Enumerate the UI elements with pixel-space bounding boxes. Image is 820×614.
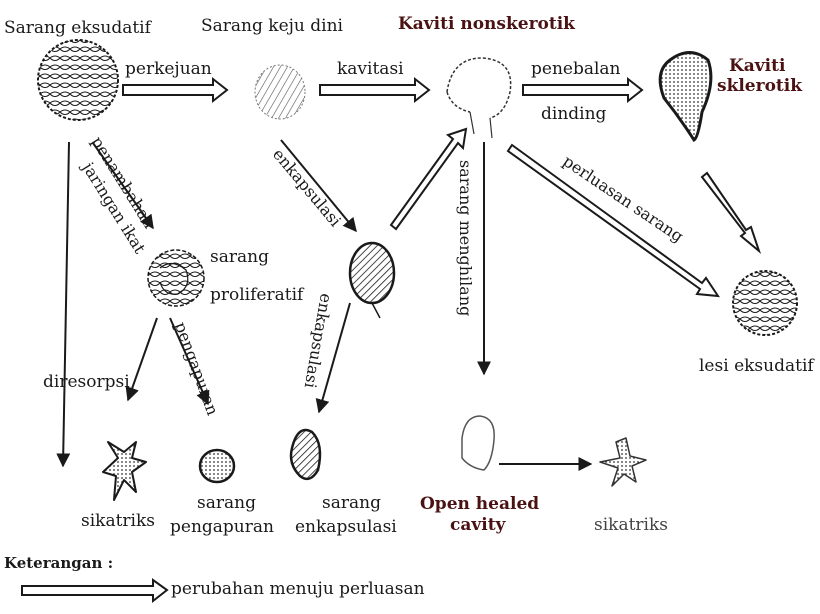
arrow-sklerotik-to-lesi bbox=[702, 173, 759, 251]
legend-title: Keterangan : bbox=[4, 556, 113, 571]
label-lesi-eksudatif: lesi eksudatif bbox=[699, 358, 814, 375]
arrow-diresorpsi bbox=[63, 142, 69, 466]
label-kaviti-sklerotik-line1: Kaviti bbox=[729, 58, 785, 75]
edge-label-penebalan: penebalan bbox=[531, 61, 621, 78]
lesi-eksudatif-drawing bbox=[733, 271, 797, 335]
edge-label-dinding: dinding bbox=[541, 106, 606, 123]
edge-label-diresorpsi: diresorpsi bbox=[43, 374, 130, 391]
legend-item-label: perubahan menuju perluasan bbox=[171, 581, 425, 598]
label-sarang-enkapsulasi-line1: sarang bbox=[322, 495, 381, 512]
sikatriks-left-drawing bbox=[103, 442, 146, 500]
edge-label-sarang-menghilang: sarang menghilang bbox=[457, 160, 473, 316]
label-sarang-proliferatif-line2: proliferatif bbox=[210, 287, 303, 304]
open-healed-cavity-drawing bbox=[462, 416, 494, 470]
sarang-proliferatif-drawing bbox=[148, 250, 204, 306]
kaviti-nonskerotik-drawing bbox=[447, 58, 511, 138]
sarang-enkapsulasi-drawing bbox=[291, 430, 320, 479]
sarang-eksudatif-drawing bbox=[38, 40, 118, 120]
label-kaviti-nonskerotik: Kaviti nonskerotik bbox=[398, 16, 575, 33]
edge-label-kavitasi: kavitasi bbox=[337, 61, 404, 78]
label-open-healed-line2: cavity bbox=[450, 517, 505, 534]
label-sikatriks-left: sikatriks bbox=[81, 513, 155, 530]
label-sarang-pengapuran-line2: pengapuran bbox=[170, 519, 274, 536]
sikatriks-right-drawing bbox=[600, 438, 646, 486]
label-sikatriks-right: sikatriks bbox=[594, 517, 668, 534]
arrow-perluasan-sarang bbox=[508, 145, 718, 296]
sarang-pengapuran-drawing bbox=[200, 450, 234, 482]
arrow-kavitasi bbox=[320, 79, 429, 101]
legend-double-arrow bbox=[22, 580, 167, 601]
label-open-healed-line1: Open healed bbox=[420, 496, 539, 513]
label-sarang-enkapsulasi-line2: enkapsulasi bbox=[295, 519, 397, 536]
arrow-penebalan bbox=[523, 79, 642, 101]
label-kaviti-sklerotik-line2: sklerotik bbox=[717, 78, 802, 95]
label-sarang-eksudatif: Sarang eksudatif bbox=[4, 20, 151, 37]
arrow-to-sikatriks-left bbox=[128, 318, 157, 400]
edge-label-perkejuan: perkejuan bbox=[125, 61, 212, 78]
label-sarang-proliferatif-line1: sarang bbox=[210, 249, 269, 266]
encapsulated-lesion-drawing bbox=[350, 243, 394, 318]
arrow-perkejuan bbox=[123, 79, 227, 101]
kaviti-sklerotik-drawing bbox=[660, 53, 711, 141]
sarang-keju-dini-drawing bbox=[255, 65, 305, 119]
label-sarang-keju-dini: Sarang keju dini bbox=[201, 18, 343, 35]
arrow-to-kaviti-upward bbox=[391, 129, 466, 229]
label-sarang-pengapuran-line1: sarang bbox=[197, 495, 256, 512]
